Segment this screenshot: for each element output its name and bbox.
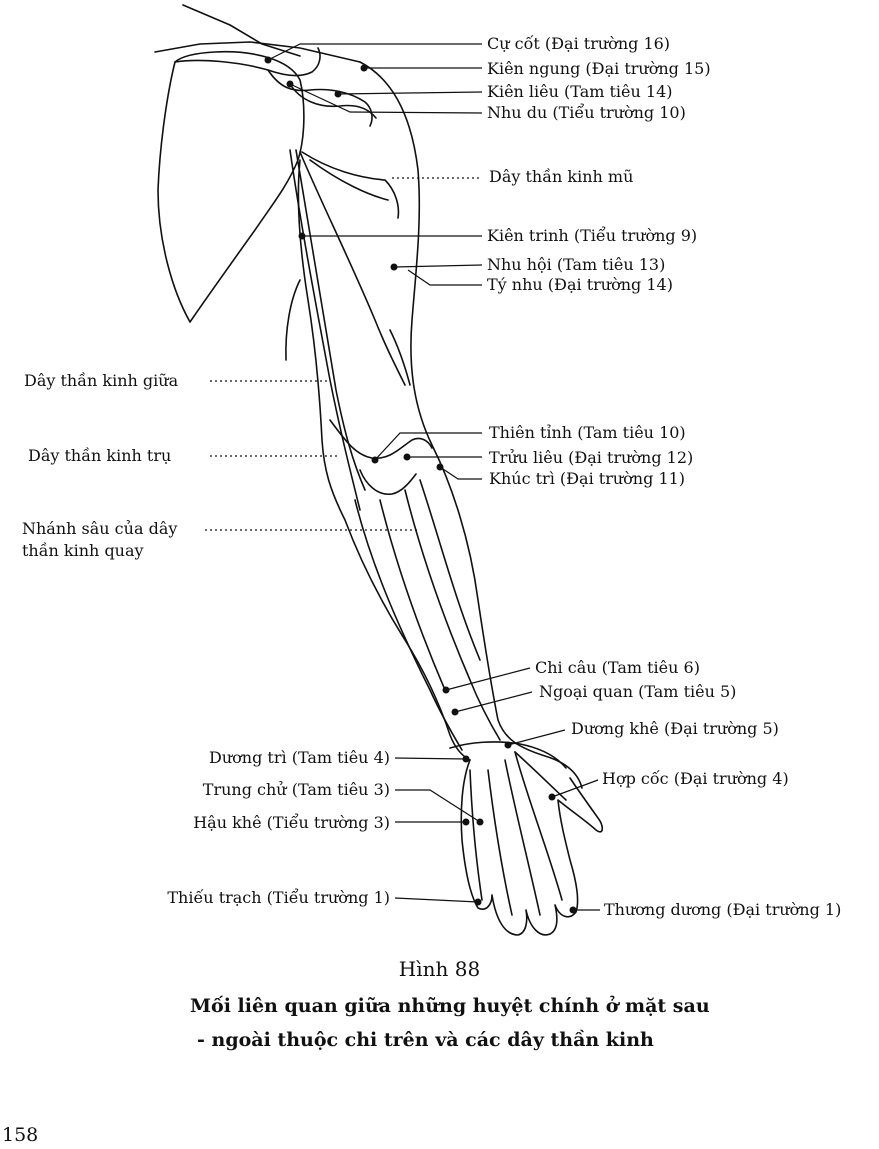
label-duong-khe: Dương khê (Đại trường 5) xyxy=(571,719,779,738)
label-day-than-kinh-giua: Dây thần kinh giữa xyxy=(24,371,179,390)
leader-trung-chu xyxy=(395,789,481,823)
label-cu-cot: Cự cốt (Đại trường 16) xyxy=(487,34,671,53)
figure-caption-line-1: Mối liên quan giữa những huyệt chính ở m… xyxy=(190,995,710,1017)
label-ngoai-quan: Ngoại quan (Tam tiêu 5) xyxy=(539,682,737,701)
hand-tendon-2 xyxy=(487,769,513,916)
label-thien-tinh: Thiên tỉnh (Tam tiêu 10) xyxy=(489,423,686,442)
label-kien-lieu: Kiên liêu (Tam tiêu 14) xyxy=(487,82,673,101)
label-truu-lieu: Trửu liêu (Đại trường 12) xyxy=(489,448,694,467)
page-number: 158 xyxy=(2,1124,39,1146)
label-ty-nhu: Tý nhu (Đại trường 14) xyxy=(487,275,673,294)
nerve-branch xyxy=(285,279,301,361)
label-day-than-kinh-tru: Dây thần kinh trụ xyxy=(28,446,172,465)
olecranon xyxy=(359,469,417,495)
leader-nhu-hoi xyxy=(393,264,483,268)
leader-duong-khe xyxy=(507,729,566,746)
label-hau-khe: Hậu khê (Tiểu trường 3) xyxy=(193,813,390,832)
nerve-radial xyxy=(299,151,406,386)
scapula-outline xyxy=(157,50,305,323)
acromion xyxy=(174,47,321,77)
label-nhu-du: Nhu du (Tiểu trường 10) xyxy=(487,103,686,122)
hand-tendon-5 xyxy=(514,751,567,801)
leader-chi-cau xyxy=(445,667,531,691)
label-thuong-duong: Thương dương (Đại trường 1) xyxy=(604,900,842,919)
elbow-outline xyxy=(329,419,433,459)
label-chi-cau: Chi câu (Tam tiêu 6) xyxy=(535,658,700,677)
label-kien-ngung: Kiên ngung (Đại trường 15) xyxy=(487,59,711,78)
label-thieu-trach: Thiếu trạch (Tiểu trường 1) xyxy=(167,888,390,907)
arm-medial-contour xyxy=(297,159,471,761)
leader-ty-nhu xyxy=(407,269,482,286)
leader-thieu-trach xyxy=(394,897,479,903)
leader-thien-tinh xyxy=(374,432,482,461)
forearm-line-3 xyxy=(404,489,501,741)
leader-ngoai-quan xyxy=(454,691,533,713)
hand-outline xyxy=(460,759,604,936)
hand-tendon-4 xyxy=(514,751,563,901)
label-day-than-kinh-mu: Dây thần kinh mũ xyxy=(489,167,634,186)
shoulder-curve xyxy=(289,83,377,119)
figure-title: Hình 88 xyxy=(398,957,481,981)
leader-kien-lieu xyxy=(337,91,483,95)
nerve-radial-lower xyxy=(389,329,411,386)
label-nhu-hoi: Nhu hội (Tam tiêu 13) xyxy=(487,255,666,274)
leader-duong-tri xyxy=(394,757,467,760)
leader-hop-coc xyxy=(551,779,599,798)
label-hop-coc: Hợp cốc (Đại trường 4) xyxy=(602,769,789,788)
nerve-axillary-2 xyxy=(309,159,389,201)
label-trung-chu: Trung chử (Tam tiêu 3) xyxy=(202,780,390,799)
leader-khuc-tri xyxy=(439,466,482,480)
hand-wrist xyxy=(449,741,567,769)
nerve-median xyxy=(289,149,361,511)
leader-cu-cot xyxy=(267,43,482,61)
label-nhanh-sau-line2: thần kinh quay xyxy=(22,541,144,560)
label-khuc-tri: Khúc trì (Đại trường 11) xyxy=(489,469,686,488)
forearm-line-1 xyxy=(354,499,463,751)
hand-tendon-1 xyxy=(469,769,483,901)
nerve-ulnar xyxy=(295,149,366,491)
label-nhanh-sau-line1: Nhánh sâu của dây xyxy=(22,519,178,538)
clavicle-line xyxy=(182,4,301,57)
leader-nhu-du xyxy=(289,83,483,114)
nerve-axillary xyxy=(301,151,400,219)
label-kien-trinh: Kiên trinh (Tiểu trường 9) xyxy=(487,226,698,245)
label-duong-tri: Dương trì (Tam tiêu 4) xyxy=(209,748,390,767)
shoulder-top xyxy=(154,41,361,63)
hand-tendon-3 xyxy=(504,759,541,916)
forearm-line-4 xyxy=(419,479,481,661)
figure-caption-line-2: - ngoài thuộc chi trên và các dây thần k… xyxy=(197,1029,654,1051)
forearm-line-2 xyxy=(379,499,446,691)
